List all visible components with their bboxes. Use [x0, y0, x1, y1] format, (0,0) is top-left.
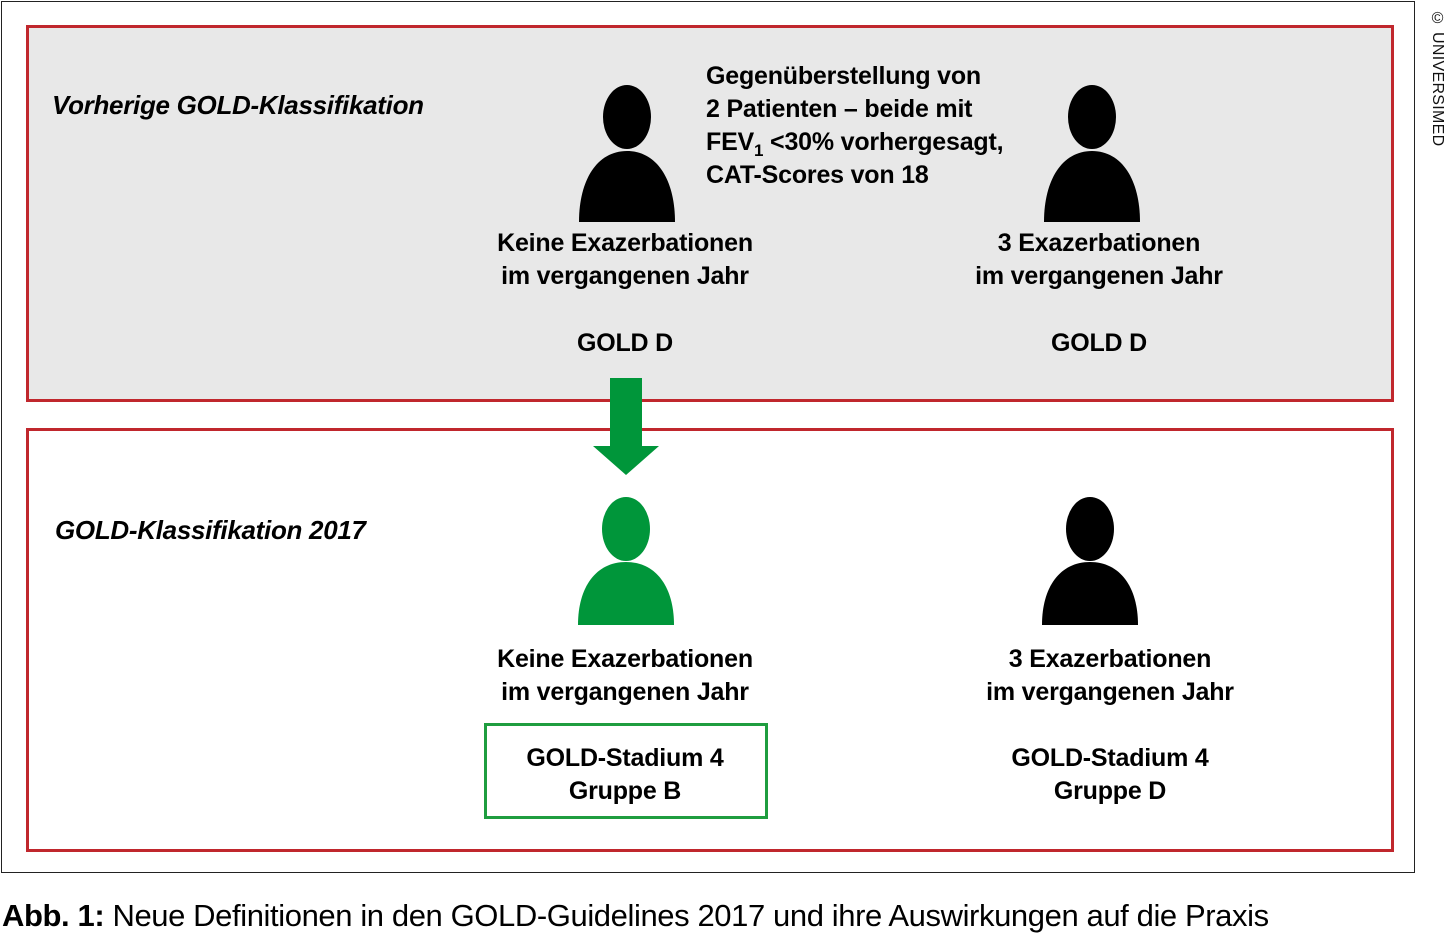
gold-group: Gruppe B — [568, 777, 682, 805]
previous-right-description: 3 Exazerbationen im vergangenen Jahr — [949, 227, 1249, 293]
fev-label: FEV — [706, 128, 755, 156]
new-right-classification: GOLD-Stadium 4 Gruppe D — [960, 742, 1260, 808]
caption-text: Neue Definitionen in den GOLD-Guidelines… — [104, 898, 1269, 933]
description-line: im vergangenen Jahr — [501, 262, 749, 290]
person-silhouette-icon — [579, 85, 675, 222]
gold-stage: GOLD-Stadium 4 — [526, 744, 724, 772]
arrow-down-icon — [593, 378, 659, 475]
previous-classification-panel — [26, 25, 1394, 402]
comparison-note: Gegenüberstellung von 2 Patienten – beid… — [706, 60, 1004, 192]
person-silhouette-icon — [1044, 85, 1140, 222]
new-right-description: 3 Exazerbationen im vergangenen Jahr — [960, 643, 1260, 709]
copyright-notice: © UNIVERSIMED — [1429, 10, 1446, 147]
description-line: Keine Exazerbationen — [497, 229, 753, 257]
description-line: 3 Exazerbationen — [1008, 645, 1212, 673]
caption-label: Abb. 1: — [2, 898, 105, 933]
highlighted-group-box — [484, 723, 768, 819]
person-silhouette-icon — [1042, 497, 1138, 625]
description-line: im vergangenen Jahr — [986, 678, 1234, 706]
previous-left-grade: GOLD D — [576, 329, 674, 357]
new-left-description: Keine Exazerbationen im vergangenen Jahr — [475, 643, 775, 709]
fev-threshold: <30% vorhergesagt, — [763, 128, 1004, 156]
note-line: 2 Patienten – beide mit — [706, 95, 973, 123]
note-line: CAT-Scores von 18 — [706, 161, 929, 189]
gold-stage: GOLD-Stadium 4 — [1011, 744, 1209, 772]
gold-group: Gruppe D — [1053, 777, 1167, 805]
description-line: im vergangenen Jahr — [501, 678, 749, 706]
fev-subscript: 1 — [754, 141, 764, 160]
description-line: 3 Exazerbationen — [997, 229, 1201, 257]
figure-frame — [1, 1, 1415, 873]
description-line: im vergangenen Jahr — [975, 262, 1223, 290]
classification-2017-title: GOLD-Klassifikation 2017 — [55, 515, 366, 545]
description-line: Keine Exazerbationen — [497, 645, 753, 673]
figure-caption: Abb. 1: Neue Definitionen in den GOLD-Gu… — [2, 898, 1269, 934]
previous-classification-title: Vorherige GOLD-Klassifikation — [52, 90, 424, 120]
previous-left-description: Keine Exazerbationen im vergangenen Jahr — [475, 227, 775, 293]
person-silhouette-icon — [578, 497, 674, 625]
note-line: Gegenüberstellung von — [706, 62, 981, 90]
previous-right-grade: GOLD D — [1050, 329, 1148, 357]
note-line: FEV1 <30% vorhergesagt, — [706, 126, 1004, 160]
new-left-classification: GOLD-Stadium 4 Gruppe B — [475, 742, 775, 808]
